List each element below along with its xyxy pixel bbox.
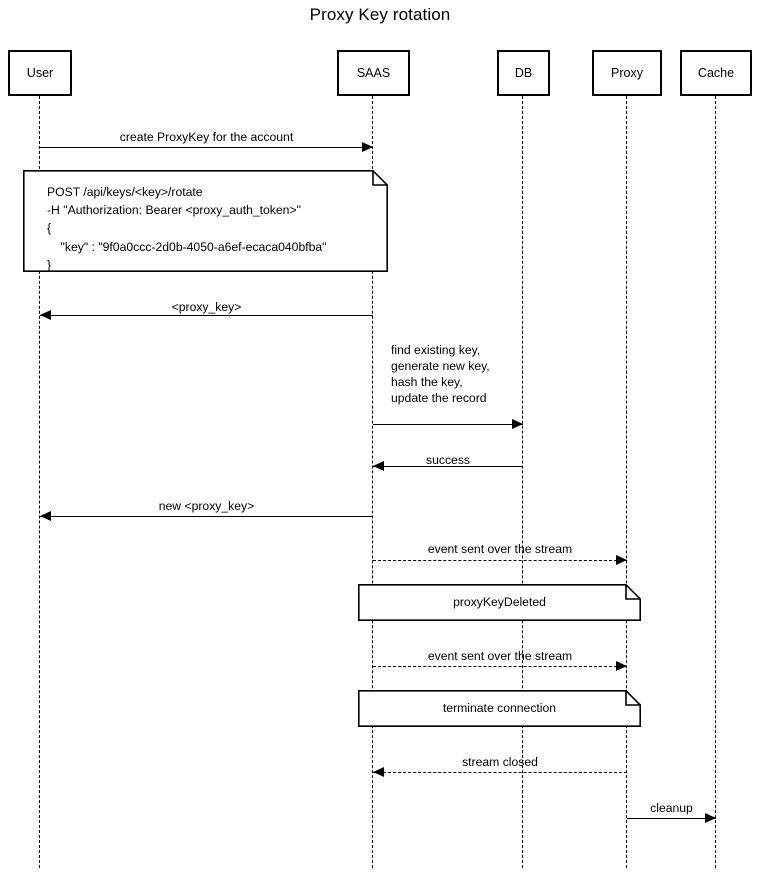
message-line-m3 xyxy=(373,424,523,425)
diagram-title: Proxy Key rotation xyxy=(309,5,451,24)
note-shape xyxy=(23,170,388,272)
arrowhead-m2 xyxy=(40,310,51,321)
lifeline-db xyxy=(522,96,524,868)
participant-saas[interactable]: SAAS xyxy=(337,50,410,96)
message-label-m4: success xyxy=(425,453,471,467)
message-line-m4 xyxy=(373,466,523,467)
note-shape xyxy=(358,584,641,621)
participant-proxy[interactable]: Proxy xyxy=(592,50,662,96)
note-text: terminate connection xyxy=(442,701,557,715)
arrowhead-m4 xyxy=(373,461,384,472)
lifeline-user xyxy=(39,96,41,868)
participant-user[interactable]: User xyxy=(8,50,72,96)
message-label-m9: cleanup xyxy=(650,801,693,815)
message-label-m5: new <proxy_key> xyxy=(158,499,255,513)
message-line-m2 xyxy=(40,315,373,316)
arrowhead-m1 xyxy=(362,142,373,153)
note-line: "key" : "9f0a0ccc-2d0b-4050-a6ef-ecaca04… xyxy=(47,239,327,254)
message-label-m6: event sent over the stream xyxy=(427,542,573,556)
lifeline-saas xyxy=(372,96,374,868)
note-terminate-connection: terminate connection xyxy=(358,690,641,727)
arrowhead-m6 xyxy=(616,555,627,566)
message-label-m2: <proxy_key> xyxy=(171,300,242,314)
lifeline-cache xyxy=(715,96,717,868)
message-label-m7: event sent over the stream xyxy=(427,649,573,663)
participant-db[interactable]: DB xyxy=(497,50,550,96)
note-proxy-key-deleted: proxyKeyDeleted xyxy=(358,584,641,621)
participant-label: Proxy xyxy=(611,66,643,80)
message-line-m5 xyxy=(40,516,373,517)
message-label-m1: create ProxyKey for the account xyxy=(119,130,294,144)
message-label-m8: stream closed xyxy=(462,755,538,769)
message-label-m3: find existing key, generate new key, has… xyxy=(391,343,490,405)
note-text: POST /api/keys/<key>/rotate -H "Authoriza… xyxy=(47,183,327,274)
participant-label: SAAS xyxy=(356,66,391,80)
arrowhead-m3 xyxy=(512,419,523,430)
arrowhead-m7 xyxy=(616,661,627,672)
note-line: } xyxy=(47,257,52,272)
note-request: POST /api/keys/<key>/rotate -H "Authoriza… xyxy=(23,170,388,272)
lifeline-proxy xyxy=(626,96,628,868)
message-line-m8 xyxy=(373,772,627,773)
arrowhead-m9 xyxy=(705,813,716,824)
arrowhead-m5 xyxy=(40,511,51,522)
participant-cache[interactable]: Cache xyxy=(680,50,752,96)
note-text: proxyKeyDeleted xyxy=(453,595,546,609)
message-line-m9 xyxy=(627,818,716,819)
message-line-m1 xyxy=(40,147,373,148)
participant-label: User xyxy=(26,66,54,80)
note-line: { xyxy=(47,221,52,236)
note-line: POST /api/keys/<key>/rotate xyxy=(47,185,203,199)
message-line-m6 xyxy=(373,560,627,561)
participant-label: Cache xyxy=(697,66,735,80)
note-line: -H "Authorization: Bearer <proxy_auth_to… xyxy=(47,203,301,218)
arrowhead-m8 xyxy=(373,767,384,778)
note-shape xyxy=(358,690,641,727)
participant-label: DB xyxy=(514,66,533,80)
message-line-m7 xyxy=(373,666,627,667)
